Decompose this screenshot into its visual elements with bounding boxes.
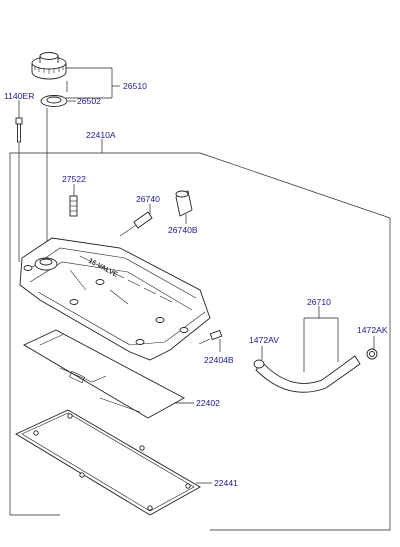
leader-lines [18,67,375,484]
part-labels: 26510 26502 1140ER 22410A 27522 26740 26… [4,81,388,488]
cylinder-head-cover[interactable] [19,237,211,361]
hose-clamp-right[interactable] [366,348,378,360]
clip[interactable] [69,195,78,217]
label-nipple[interactable]: 22404B [204,355,234,365]
baffle-plate[interactable] [23,329,185,419]
label-clamp-right[interactable]: 1472AK [357,325,388,335]
assembly-box [9,152,391,531]
pcv-valve[interactable] [119,211,153,237]
pcv-grommet[interactable] [175,190,193,217]
cap-gasket[interactable] [40,95,68,107]
bolt[interactable] [15,117,23,143]
cover-gasket[interactable] [15,409,201,516]
oil-filler-cap[interactable] [31,52,67,80]
label-clip[interactable]: 27522 [62,174,86,184]
label-bolt[interactable]: 1140ER [4,91,34,101]
alignment-lines [18,81,68,262]
breather-nipple[interactable] [198,329,223,345]
label-baffle-plate[interactable]: 22402 [196,398,220,408]
breather-hose[interactable] [255,355,361,393]
label-pcv-valve[interactable]: 26740 [136,194,160,204]
label-hose-assy[interactable]: 26710 [307,297,331,307]
hose-clamp-left[interactable] [253,359,265,369]
label-clamp-left[interactable]: 1472AV [249,335,279,345]
label-cover-assy[interactable]: 22410A [86,130,116,140]
label-pcv-grommet[interactable]: 26740B [168,225,198,235]
label-gasket[interactable]: 22441 [214,478,238,488]
label-cap-gasket[interactable]: 26502 [77,96,101,106]
label-oil-filler-cap[interactable]: 26510 [123,81,147,91]
